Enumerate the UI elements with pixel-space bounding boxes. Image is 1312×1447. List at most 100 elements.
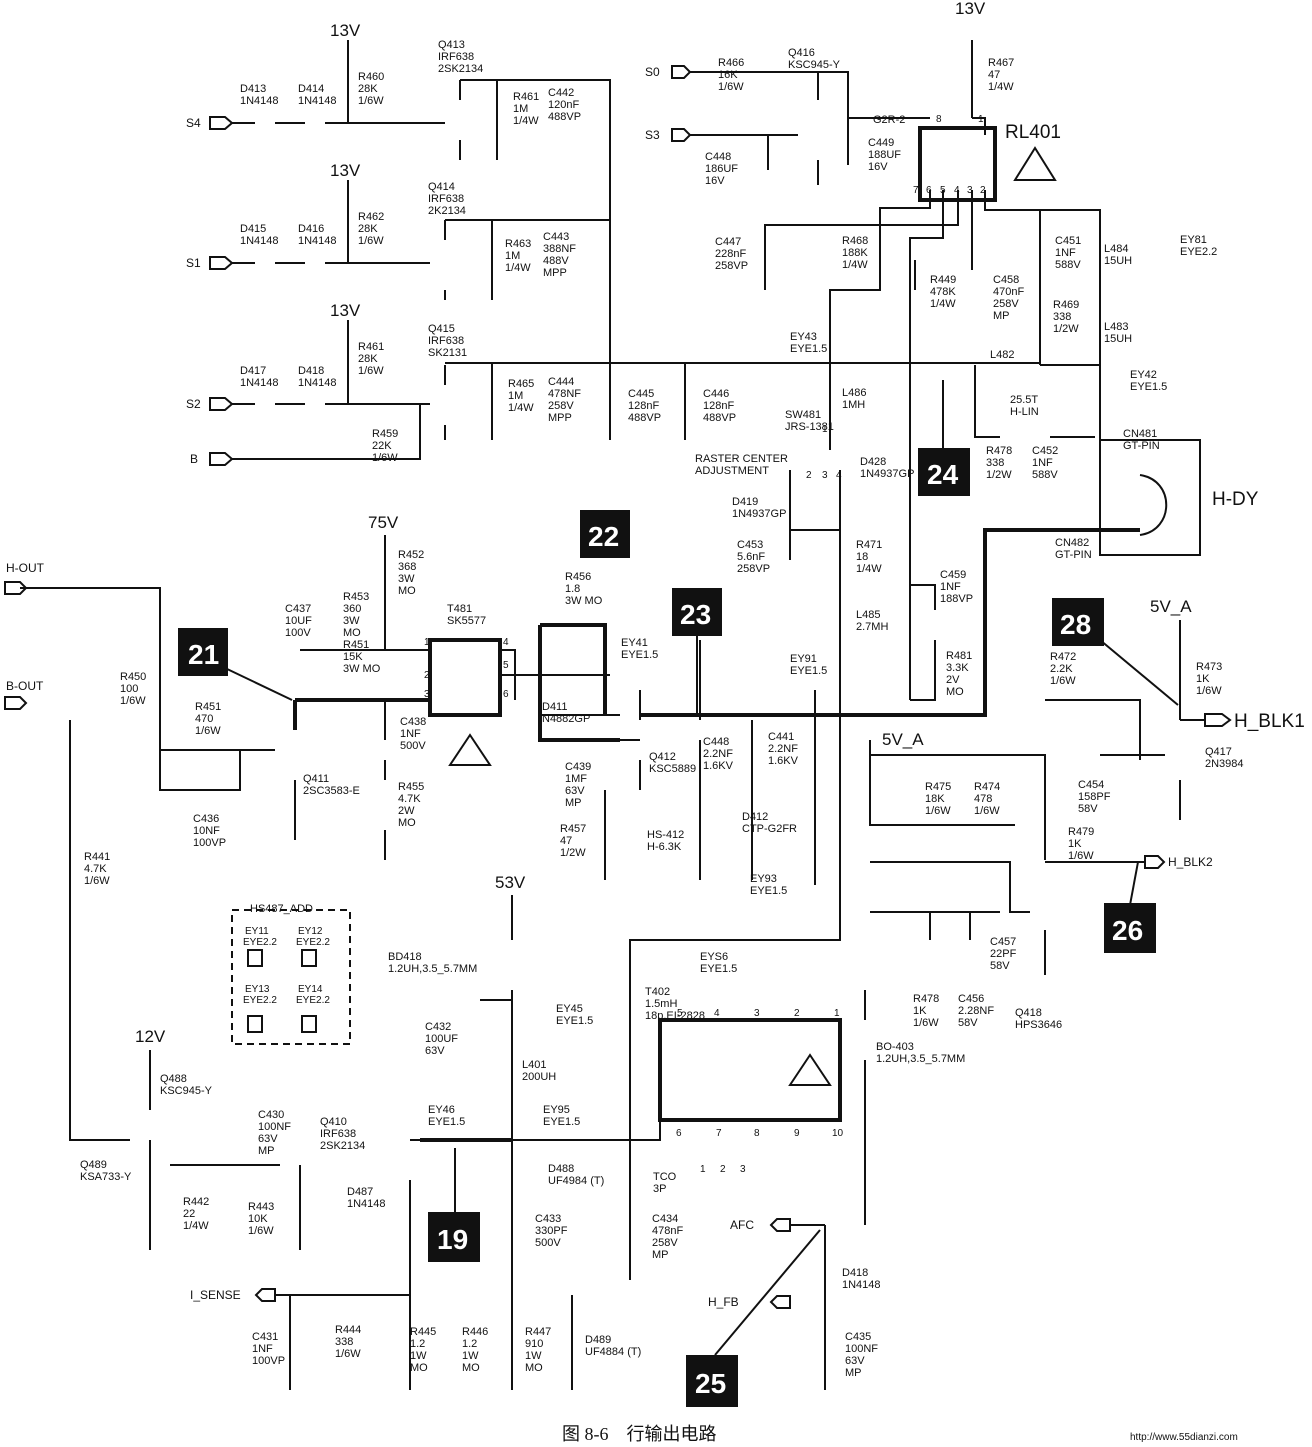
component-c447-line: C447 bbox=[715, 236, 741, 248]
component-r479-line: 1K bbox=[1068, 838, 1082, 850]
component-d411-line: N4882GP bbox=[542, 713, 590, 725]
component-t481-line: T481 bbox=[447, 603, 472, 615]
component-c436-line: C436 bbox=[193, 813, 219, 825]
component-l483-line: 15UH bbox=[1104, 333, 1132, 345]
net-s3: S3 bbox=[645, 128, 660, 142]
warning-icon-t402 bbox=[788, 1053, 832, 1086]
pin-label-t481: 6 bbox=[503, 689, 509, 700]
component-eys6-line: EYE1.5 bbox=[700, 963, 737, 975]
component-sw481-line: JRS-1381 bbox=[785, 421, 834, 433]
component-c447-line: 258VP bbox=[715, 260, 748, 272]
component-ey81-line: EY81 bbox=[1180, 234, 1207, 246]
component-l484-line: 15UH bbox=[1104, 255, 1132, 267]
net-afc: AFC bbox=[730, 1218, 754, 1232]
test-point-23: 23 bbox=[672, 588, 722, 636]
component-d428-line: D428 bbox=[860, 456, 886, 468]
component-cn481-line: CN481 bbox=[1123, 428, 1157, 440]
component-r444-line: R444 bbox=[335, 1324, 361, 1336]
power-rails: 13V 13V 13V 13V 75V 53V 12V 5V_A 5V_A bbox=[135, 0, 1192, 1046]
component-r441-line: 4.7K bbox=[84, 863, 107, 875]
component-tco-line: TCO bbox=[653, 1171, 677, 1183]
component-c437-line: 100V bbox=[285, 627, 311, 639]
net-s2: S2 bbox=[186, 397, 201, 411]
component-r466-line: 16K bbox=[718, 69, 738, 81]
yoke-title: H-DY bbox=[1212, 489, 1259, 510]
component-hs412-line: HS-412 bbox=[647, 829, 684, 841]
component-c459-line: C459 bbox=[940, 569, 966, 581]
component-l401-line: L401 bbox=[522, 1059, 546, 1071]
component-c442-line: 120nF bbox=[548, 99, 579, 111]
component-r461b-line: 1/6W bbox=[358, 365, 384, 377]
component-r474-line: 478 bbox=[974, 793, 992, 805]
net-h-blk2: H_BLK2 bbox=[1168, 855, 1213, 869]
component-q418-line: Q418 bbox=[1015, 1007, 1042, 1019]
component-ey45-line: EY45 bbox=[556, 1003, 583, 1015]
component-r466-line: 1/6W bbox=[718, 81, 744, 93]
component-c451-line: 588V bbox=[1055, 259, 1081, 271]
component-d419-line: 1N4937GP bbox=[732, 508, 786, 520]
component-d489-line: D489 bbox=[585, 1334, 611, 1346]
svg-text:22: 22 bbox=[588, 521, 619, 552]
pin-label-t402: 4 bbox=[714, 1008, 720, 1019]
component-r457-line: 47 bbox=[560, 835, 572, 847]
component-r459-line: 1/6W bbox=[372, 452, 398, 464]
test-point-24: 24 bbox=[918, 448, 970, 496]
component-d418a-line: 1N4148 bbox=[298, 377, 337, 389]
net-h-fb: H_FB bbox=[708, 1295, 739, 1309]
component-c459-line: 188VP bbox=[940, 593, 973, 605]
component-c459-line: 1NF bbox=[940, 581, 961, 593]
component-eys6-line: EYS6 bbox=[700, 951, 728, 963]
component-r456-line: 1.8 bbox=[565, 583, 580, 595]
component-c457-line: C457 bbox=[990, 936, 1016, 948]
component-r478b-line: 1K bbox=[913, 1005, 927, 1017]
component-c435-line: 100NF bbox=[845, 1343, 878, 1355]
component-c437-line: 10UF bbox=[285, 615, 312, 627]
component-c438-line: 500V bbox=[400, 740, 426, 752]
component-c448a-line: C448 bbox=[705, 151, 731, 163]
component-r455-line: 4.7K bbox=[398, 793, 421, 805]
component-c451-line: 1NF bbox=[1055, 247, 1076, 259]
component-raster-line: RASTER CENTER bbox=[695, 453, 788, 465]
component-d418a-line: D418 bbox=[298, 365, 324, 377]
component-d411-line: D411 bbox=[542, 701, 567, 713]
test-points: 21 22 23 24 28 26 19 25 bbox=[178, 380, 1179, 1407]
component-c443-line: MPP bbox=[543, 267, 567, 279]
component-sw481-line: SW481 bbox=[785, 409, 821, 421]
component-r455-line: R455 bbox=[398, 781, 424, 793]
component-r443-line: 1/6W bbox=[248, 1225, 274, 1237]
component-r481-line: MO bbox=[946, 686, 964, 698]
component-c442-line: 488VP bbox=[548, 111, 581, 123]
component-c431-line: 1NF bbox=[252, 1343, 273, 1355]
pin-label-rl401: 8 bbox=[936, 114, 942, 125]
component-c443-line: 488V bbox=[543, 255, 569, 267]
component-c453-line: 5.6nF bbox=[737, 551, 765, 563]
net-h-out: H-OUT bbox=[6, 561, 45, 575]
component-r468-line: 1/4W bbox=[842, 259, 868, 271]
component-t481-line: SK5577 bbox=[447, 615, 486, 627]
component-c446-line: C446 bbox=[703, 388, 729, 400]
test-point-21: 21 bbox=[178, 628, 228, 676]
component-q416-line: KSC945-Y bbox=[788, 59, 841, 71]
component-cn482-line: GT-PIN bbox=[1055, 549, 1092, 561]
